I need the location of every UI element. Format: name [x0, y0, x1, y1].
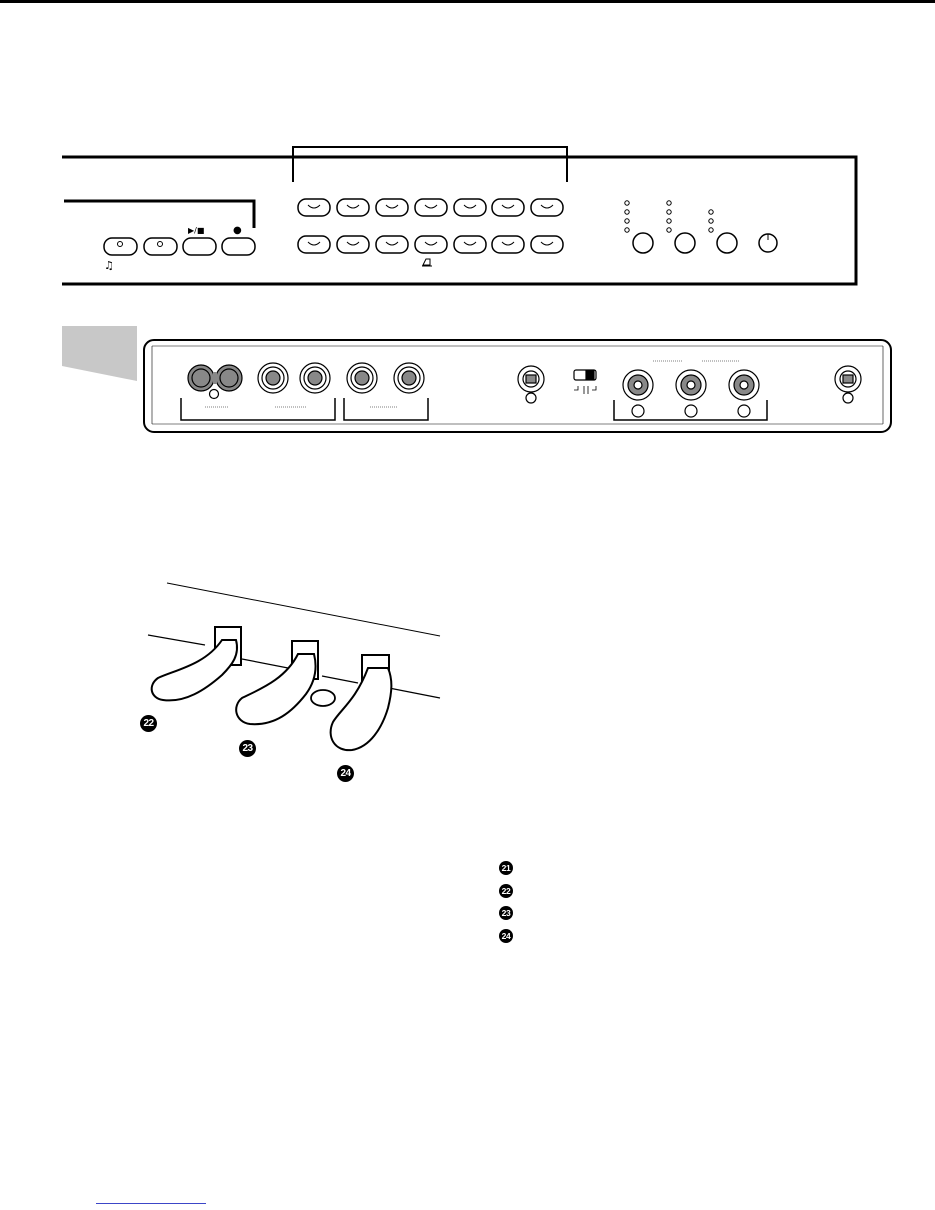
record-icon: ●	[233, 225, 242, 236]
voice-buttons-bottom-row-leds	[307, 241, 554, 246]
indicator-leds	[624, 200, 714, 233]
pedal-callout-center: 23	[239, 740, 256, 757]
song-button-2	[143, 237, 178, 256]
voice-buttons-top-row-leds	[307, 204, 554, 209]
legend-item: 24	[499, 925, 799, 948]
number-22-icon: 22	[499, 883, 513, 898]
pedal-illustration	[147, 582, 441, 752]
recorder-buttons	[103, 237, 256, 256]
song-note-icon: ♫	[104, 259, 114, 272]
piano-icon	[422, 258, 432, 267]
selector-knobs	[632, 232, 778, 254]
numbered-legend: 21 22 23 24	[499, 857, 799, 947]
control-panel-illustration	[62, 146, 858, 286]
song-button-1	[103, 237, 138, 256]
pedal-callout-left: 22	[140, 715, 157, 732]
jack-bracket-1	[180, 398, 336, 421]
panel-outline	[62, 155, 858, 286]
section-tab	[62, 326, 137, 381]
voice-buttons-top-row	[297, 198, 564, 217]
recorder-section-bracket	[64, 199, 256, 228]
rear-panel-illustration	[62, 326, 892, 433]
number-21-icon: 21	[499, 861, 513, 876]
pedal-left	[150, 639, 238, 702]
midi-bracket	[613, 400, 768, 421]
switch-label-marks	[574, 386, 597, 394]
led-indicator	[157, 241, 163, 247]
pedal-knob	[310, 689, 336, 707]
button-group-bracket	[292, 146, 568, 182]
midi-connectors	[517, 365, 862, 418]
legend-item: 21	[499, 857, 799, 880]
pedal-callout-right: 24	[337, 765, 354, 782]
led-indicator	[117, 241, 123, 247]
voice-buttons-bottom-row	[297, 235, 564, 254]
legend-item: 22	[499, 880, 799, 903]
legend-item: 23	[499, 902, 799, 925]
number-24-icon: 24	[499, 928, 513, 943]
pedal-right	[329, 667, 393, 752]
audio-jacks	[187, 362, 425, 400]
record-button	[221, 237, 256, 256]
footer-link-underline[interactable]	[96, 1203, 206, 1204]
pedal-center	[235, 653, 317, 726]
jack-bracket-2	[343, 398, 429, 421]
top-rule	[0, 0, 935, 3]
rear-panel-outline	[143, 339, 892, 433]
play-stop-icon: ▶/■	[188, 226, 205, 235]
number-23-icon: 23	[499, 906, 513, 921]
play-stop-button	[182, 237, 217, 256]
